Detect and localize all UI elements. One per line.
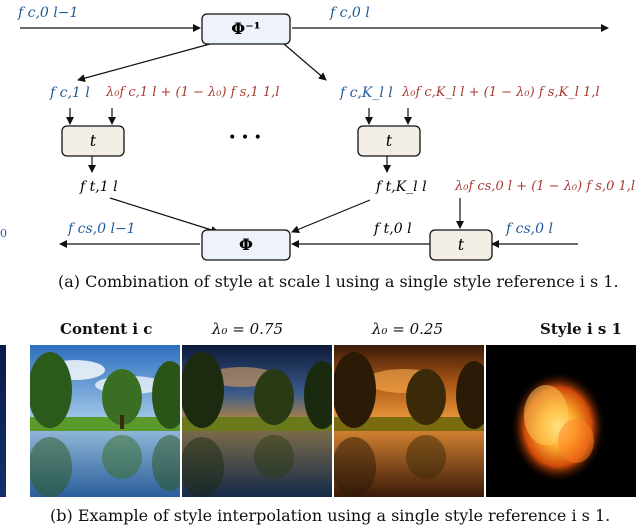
arrow-ft1-phi [109, 197, 219, 234]
arrow-ftK-phi [291, 199, 371, 234]
left-edge-fragment: 0 [0, 227, 7, 240]
t-box-1 [61, 125, 125, 157]
lambda-075-heading: λ₀ = 0.75 [212, 320, 284, 338]
label-mix1: λ₀f c,1 l + (1 − λ₀) f s,1 1,l [106, 85, 280, 100]
caption-a: (a) Combination of style at scale l usin… [58, 272, 619, 291]
label-mix0: λ₀f cs,0 l + (1 − λ₀) f s,0 1,l [455, 179, 636, 194]
t-label-0: t [457, 235, 465, 254]
label-ft0: f t,0 l [374, 221, 412, 237]
phi-inverse-label: Φ⁻¹ [231, 19, 261, 38]
label-fc1: f c,1 l [50, 85, 90, 101]
t-label-K: t [385, 131, 393, 150]
lambda-025-heading: λ₀ = 0.25 [372, 320, 444, 338]
label-fcs0-in: f cs,0 l [506, 221, 553, 237]
label-fcK: f c,K_l l [340, 85, 393, 101]
label-ft1: f t,1 l [80, 179, 118, 195]
ellipsis: • • • [228, 130, 262, 146]
phi-inverse-box [201, 13, 291, 45]
style-heading: Style i s 1 [540, 320, 622, 338]
label-fcs0-out: f cs,0 l−1 [68, 221, 136, 237]
arrow-phi-inv-right [283, 43, 327, 81]
arrow-phi-inv-left [77, 43, 211, 83]
caption-b: (b) Example of style interpolation using… [50, 506, 611, 525]
content-heading: Content i c [60, 320, 153, 338]
result-image-075 [182, 345, 332, 497]
t-label-1: t [89, 131, 97, 150]
cropped-image-strip [0, 345, 6, 497]
label-fc0-out: f c,0 l [330, 5, 370, 21]
result-image-025 [334, 345, 484, 497]
label-mixK: λ₀f c,K_l l + (1 − λ₀) f s,K_l 1,l [402, 85, 600, 100]
t-box-K [357, 125, 421, 157]
style-image [486, 345, 636, 497]
content-image [30, 345, 180, 497]
label-fc0-prev: f c,0 l−1 [18, 5, 79, 21]
phi-box [201, 229, 291, 261]
t-box-0 [429, 229, 493, 261]
label-ftK: f t,K_l l [376, 179, 427, 195]
phi-label: Φ [239, 235, 253, 254]
